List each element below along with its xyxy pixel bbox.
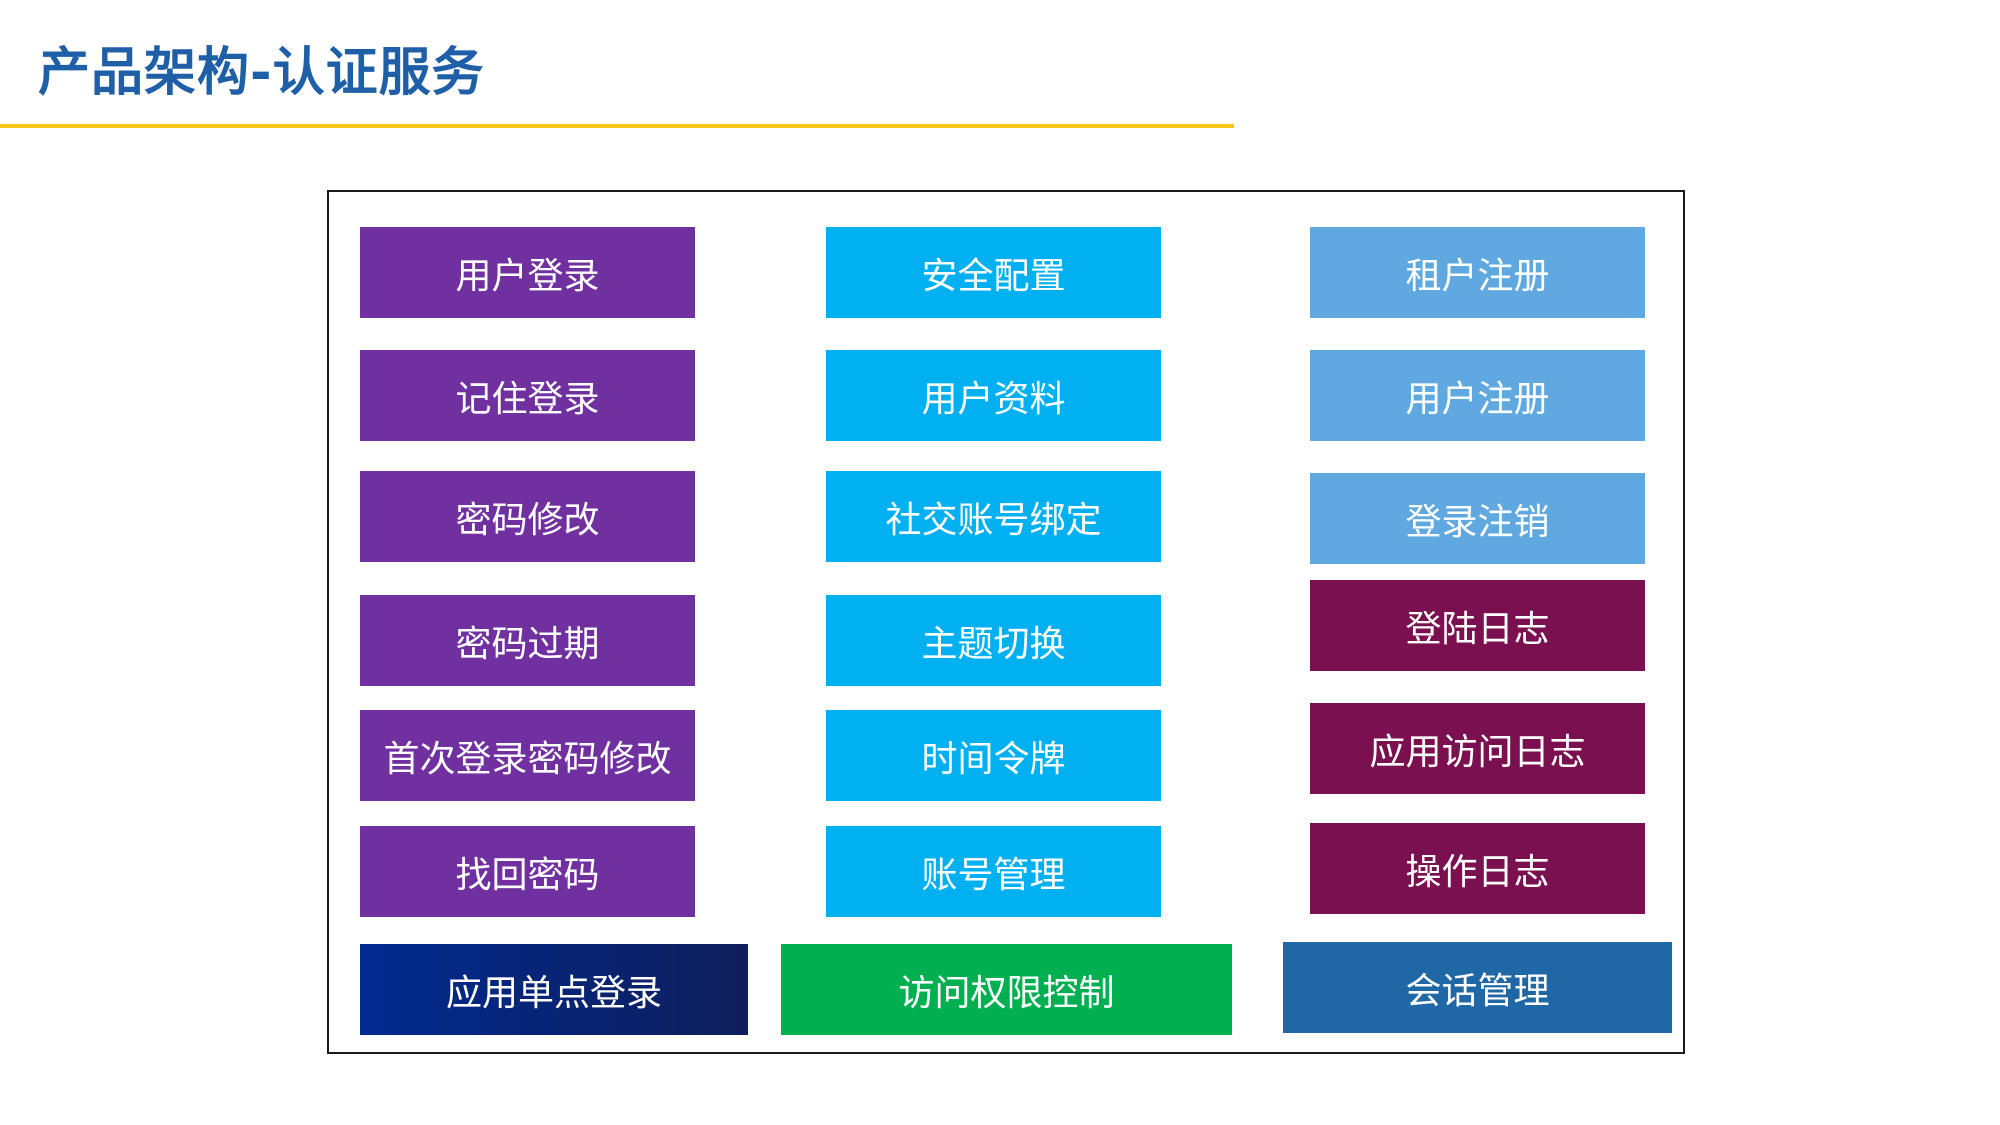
left-box-password-change: 密码修改	[360, 471, 695, 562]
mid-box-user-profile: 用户资料	[826, 350, 1161, 441]
bottom-box-access-control: 访问权限控制	[781, 944, 1232, 1035]
right-box-login-log: 登陆日志	[1310, 580, 1645, 671]
right-box-app-access-log: 应用访问日志	[1310, 703, 1645, 794]
right-box-operation-log: 操作日志	[1310, 823, 1645, 914]
right-box-tenant-register: 租户注册	[1310, 227, 1645, 318]
title-divider	[0, 124, 1234, 128]
left-box-user-login: 用户登录	[360, 227, 695, 318]
bottom-box-session-management: 会话管理	[1283, 942, 1672, 1033]
left-box-find-password: 找回密码	[360, 826, 695, 917]
mid-box-security-config: 安全配置	[826, 227, 1161, 318]
page-title: 产品架构-认证服务	[38, 43, 485, 103]
bottom-box-app-sso: 应用单点登录	[360, 944, 748, 1035]
left-box-first-login-password-change: 首次登录密码修改	[360, 710, 695, 801]
left-box-password-expiry: 密码过期	[360, 595, 695, 686]
mid-box-social-binding: 社交账号绑定	[826, 471, 1161, 562]
right-box-user-register: 用户注册	[1310, 350, 1645, 441]
left-box-remember-login: 记住登录	[360, 350, 695, 441]
right-box-login-logout: 登录注销	[1310, 473, 1645, 564]
mid-box-time-token: 时间令牌	[826, 710, 1161, 801]
mid-box-account-management: 账号管理	[826, 826, 1161, 917]
mid-box-theme-switch: 主题切换	[826, 595, 1161, 686]
architecture-frame	[327, 190, 1685, 1054]
